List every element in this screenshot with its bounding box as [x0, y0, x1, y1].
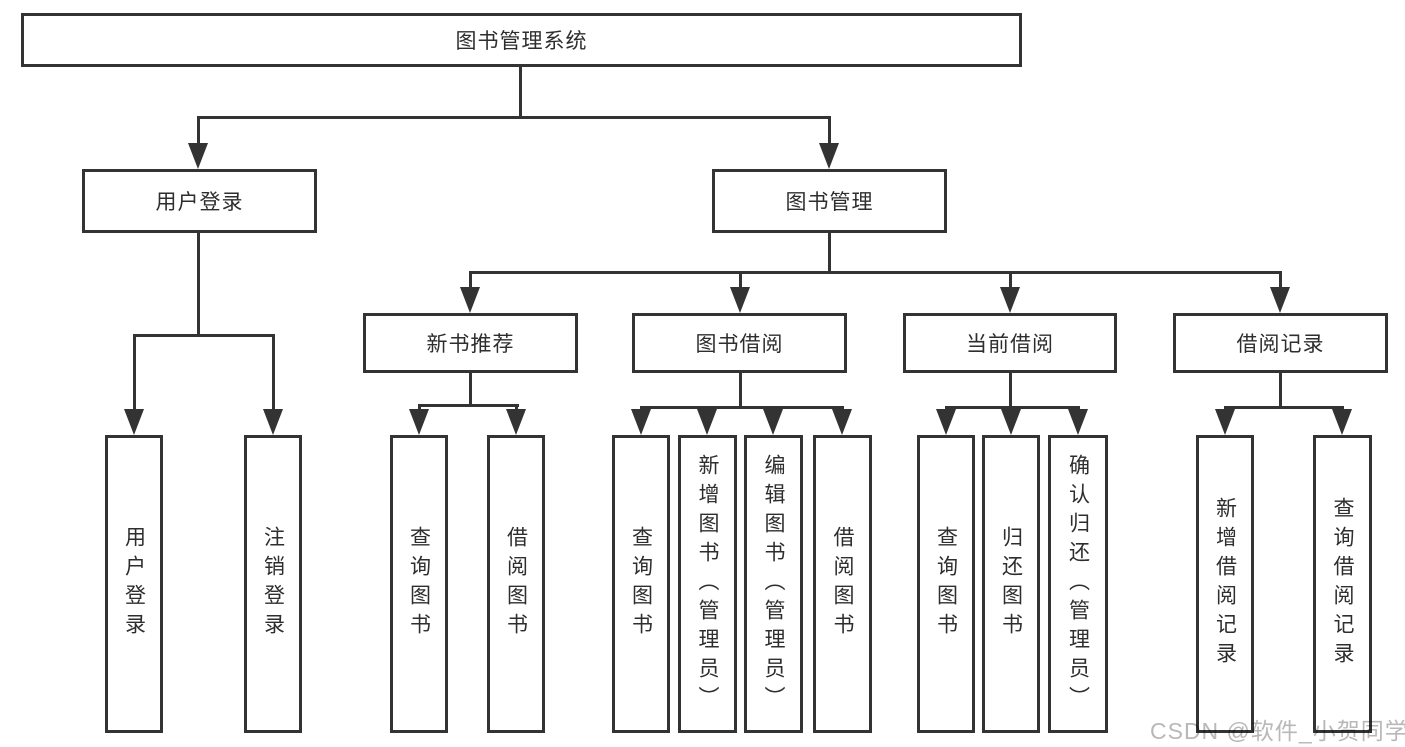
node-book-borrow-label: 图书借阅: [695, 333, 784, 356]
connector-line: [272, 334, 275, 411]
leaf-borrow-books-recommend: 借阅图书: [487, 435, 545, 733]
arrow-down-icon: [409, 409, 429, 435]
node-current-borrow: 当前借阅: [903, 313, 1117, 373]
connector-line: [828, 233, 831, 273]
leaf-logout: 注销登录: [244, 435, 302, 733]
leaf-confirm-return-admin: 确认归还（管理员）: [1048, 435, 1108, 733]
leaf-query-books-borrow: 查询图书: [612, 435, 670, 733]
leaf-borrow-books-label: 借阅图书: [831, 526, 855, 642]
node-book-borrow: 图书借阅: [632, 313, 847, 373]
leaf-query-books-recommend-label: 查询图书: [407, 526, 431, 642]
connector-line: [469, 271, 1281, 274]
leaf-query-books-recommend: 查询图书: [390, 435, 448, 733]
arrow-down-icon: [1068, 409, 1088, 435]
connector-line: [772, 406, 775, 411]
connector-line: [418, 404, 421, 411]
connector-line: [640, 406, 844, 409]
connector-line: [841, 406, 844, 411]
leaf-add-borrow-record: 新增借阅记录: [1196, 435, 1254, 733]
connector-line: [519, 67, 522, 118]
arrow-down-icon: [124, 409, 144, 435]
arrow-down-icon: [1215, 409, 1235, 435]
connector-line: [469, 271, 472, 289]
arrow-down-icon: [819, 143, 839, 169]
leaf-borrow-books-recommend-label: 借阅图书: [504, 526, 528, 642]
leaf-return-books: 归还图书: [982, 435, 1040, 733]
connector-line: [469, 373, 472, 406]
connector-line: [197, 116, 200, 145]
connector-line: [133, 334, 136, 411]
arrow-down-icon: [1332, 409, 1352, 435]
leaf-add-book-admin: 新增图书（管理员）: [678, 435, 737, 733]
connector-line: [1224, 406, 1344, 409]
connector-line: [133, 334, 275, 337]
arrow-down-icon: [506, 409, 526, 435]
arrow-down-icon: [631, 409, 651, 435]
leaf-borrow-books: 借阅图书: [813, 435, 872, 733]
connector-line: [197, 116, 831, 119]
leaf-query-borrow-record: 查询借阅记录: [1313, 435, 1372, 733]
node-user-login: 用户登录: [82, 169, 317, 233]
leaf-logout-label: 注销登录: [261, 526, 285, 642]
leaf-edit-book-admin-label: 编辑图书（管理员）: [762, 453, 786, 715]
leaf-return-books-label: 归还图书: [999, 526, 1023, 642]
connector-line: [1341, 406, 1344, 411]
connector-line: [1224, 406, 1227, 411]
leaf-add-borrow-record-label: 新增借阅记录: [1213, 497, 1237, 671]
connector-line: [640, 406, 643, 411]
arrow-down-icon: [460, 287, 480, 313]
watermark: CSDN @软件_小贺同学: [1150, 718, 1405, 744]
node-borrow-records: 借阅记录: [1173, 313, 1388, 373]
arrow-down-icon: [730, 287, 750, 313]
connector-line: [1077, 406, 1080, 411]
leaf-query-books-borrow-label: 查询图书: [629, 526, 653, 642]
node-new-book-recommend-label: 新书推荐: [426, 333, 515, 356]
node-new-book-recommend: 新书推荐: [363, 313, 578, 373]
node-book-management-label: 图书管理: [785, 191, 874, 214]
leaf-user-login: 用户登录: [105, 435, 163, 733]
leaf-add-book-admin-label: 新增图书（管理员）: [696, 453, 720, 715]
connector-line: [515, 404, 518, 411]
node-borrow-records-label: 借阅记录: [1236, 333, 1325, 356]
leaf-query-borrow-record-label: 查询借阅记录: [1331, 497, 1355, 671]
leaf-user-login-label: 用户登录: [122, 526, 146, 642]
node-current-borrow-label: 当前借阅: [966, 333, 1054, 356]
connector-line: [739, 271, 742, 289]
connector-line: [197, 233, 200, 336]
connector-line: [828, 116, 831, 145]
connector-line: [1009, 373, 1012, 407]
node-book-management: 图书管理: [712, 169, 947, 233]
leaf-confirm-return-admin-label: 确认归还（管理员）: [1066, 453, 1090, 715]
leaf-query-books-current-label: 查询图书: [934, 526, 958, 642]
arrow-down-icon: [763, 409, 783, 435]
arrow-down-icon: [1001, 409, 1021, 435]
connector-line: [1009, 271, 1012, 289]
arrow-down-icon: [188, 143, 208, 169]
arrow-down-icon: [697, 409, 717, 435]
connector-line: [739, 373, 742, 407]
connector-line: [1279, 271, 1282, 289]
connector-line: [418, 404, 519, 407]
arrow-down-icon: [1000, 287, 1020, 313]
arrow-down-icon: [936, 409, 956, 435]
node-user-login-label: 用户登录: [155, 191, 244, 214]
node-root: 图书管理系统: [21, 13, 1022, 67]
leaf-query-books-current: 查询图书: [917, 435, 975, 733]
connector-line: [1010, 406, 1013, 411]
arrow-down-icon: [832, 409, 852, 435]
arrow-down-icon: [1270, 287, 1290, 313]
leaf-edit-book-admin: 编辑图书（管理员）: [744, 435, 803, 733]
arrow-down-icon: [263, 409, 283, 435]
connector-line: [1279, 373, 1282, 407]
connector-line: [706, 406, 709, 411]
node-root-label: 图书管理系统: [455, 30, 588, 53]
connector-line: [945, 406, 948, 411]
